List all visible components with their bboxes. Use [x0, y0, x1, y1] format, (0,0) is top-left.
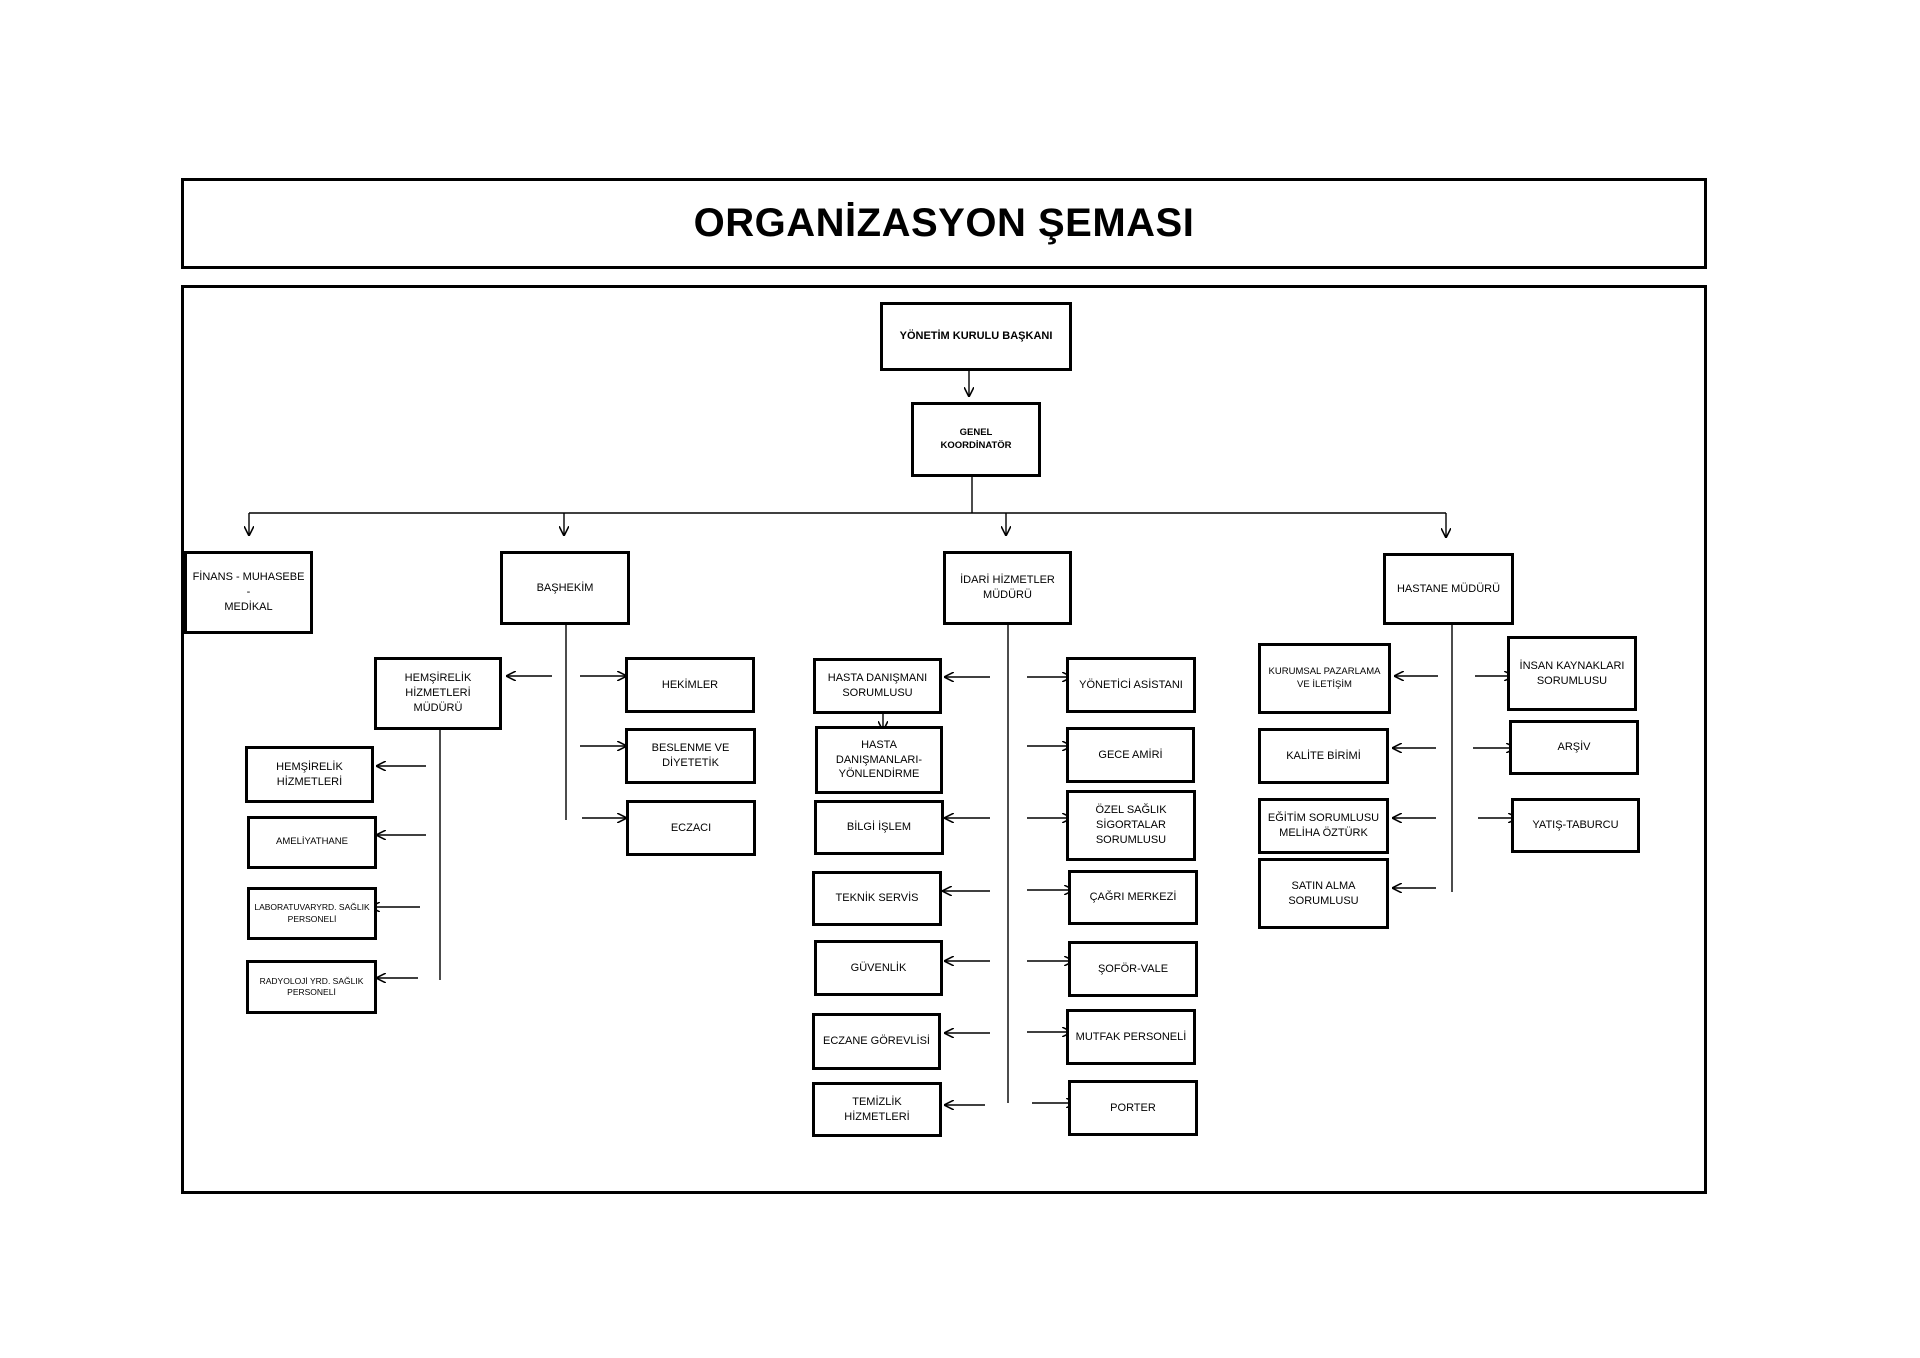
radiology-staff-box[interactable]: RADYOLOJİ YRD. SAĞLIK PERSONELİ — [246, 960, 377, 1014]
general-coordinator-box[interactable]: GENEL KOORDİNATÖR — [911, 402, 1041, 477]
board-chairman-box[interactable]: YÖNETİM KURULU BAŞKANI — [880, 302, 1072, 371]
admission-box[interactable]: YATIŞ-TABURCU — [1511, 798, 1640, 853]
chief-physician-box[interactable]: BAŞHEKİM — [500, 551, 630, 625]
technical-service-box[interactable]: TEKNİK SERVİS — [812, 871, 942, 926]
training-box[interactable]: EĞİTİM SORUMLUSU MELİHA ÖZTÜRK — [1258, 798, 1389, 854]
it-box[interactable]: BİLGİ İŞLEM — [814, 800, 944, 855]
purchasing-box[interactable]: SATIN ALMA SORUMLUSU — [1258, 858, 1389, 929]
page-title: ORGANİZASYON ŞEMASI — [693, 201, 1195, 245]
exec-assistant-box[interactable]: YÖNETİCİ ASİSTANI — [1066, 657, 1196, 713]
cleaning-box[interactable]: TEMİZLİK HİZMETLERİ — [812, 1082, 942, 1137]
night-supervisor-box[interactable]: GECE AMİRİ — [1066, 727, 1195, 783]
patient-advisors-box[interactable]: HASTA DANIŞMANLARI- YÖNLENDİRME — [815, 726, 943, 794]
hr-box[interactable]: İNSAN KAYNAKLARI SORUMLUSU — [1507, 636, 1637, 711]
marketing-box[interactable]: KURUMSAL PAZARLAMA VE İLETİŞİM — [1258, 643, 1391, 714]
operating-room-box[interactable]: AMELİYATHANE — [247, 816, 377, 869]
private-insurance-box[interactable]: ÖZEL SAĞLIK SİGORTALAR SORUMLUSU — [1066, 790, 1196, 861]
quality-box[interactable]: KALİTE BİRİMİ — [1258, 728, 1389, 784]
finance-box[interactable]: FİNANS - MUHASEBE - MEDİKAL — [184, 551, 313, 634]
archive-box[interactable]: ARŞİV — [1509, 720, 1639, 775]
kitchen-box[interactable]: MUTFAK PERSONELİ — [1066, 1009, 1196, 1065]
porter-box[interactable]: PORTER — [1068, 1080, 1198, 1136]
title-frame: ORGANİZASYON ŞEMASI — [181, 178, 1707, 269]
physicians-box[interactable]: HEKİMLER — [625, 657, 755, 713]
pharmacist-box[interactable]: ECZACI — [626, 800, 756, 856]
security-box[interactable]: GÜVENLİK — [814, 940, 943, 996]
nursing-services-box[interactable]: HEMŞİRELİK HİZMETLERİ — [245, 746, 374, 803]
hospital-manager-box[interactable]: HASTANE MÜDÜRÜ — [1383, 553, 1514, 625]
driver-valet-box[interactable]: ŞOFÖR-VALE — [1068, 941, 1198, 997]
nursing-manager-box[interactable]: HEMŞİRELİK HİZMETLERİ MÜDÜRÜ — [374, 657, 502, 730]
lab-staff-box[interactable]: LABORATUVARYRD. SAĞLIK PERSONELİ — [247, 887, 377, 940]
admin-manager-box[interactable]: İDARİ HİZMETLER MÜDÜRÜ — [943, 551, 1072, 625]
nutrition-box[interactable]: BESLENME VE DİYETETİK — [625, 728, 756, 784]
call-center-box[interactable]: ÇAĞRI MERKEZİ — [1068, 870, 1198, 925]
pharmacy-staff-box[interactable]: ECZANE GÖREVLİSİ — [812, 1013, 941, 1070]
patient-advisor-lead-box[interactable]: HASTA DANIŞMANI SORUMLUSU — [813, 658, 942, 714]
